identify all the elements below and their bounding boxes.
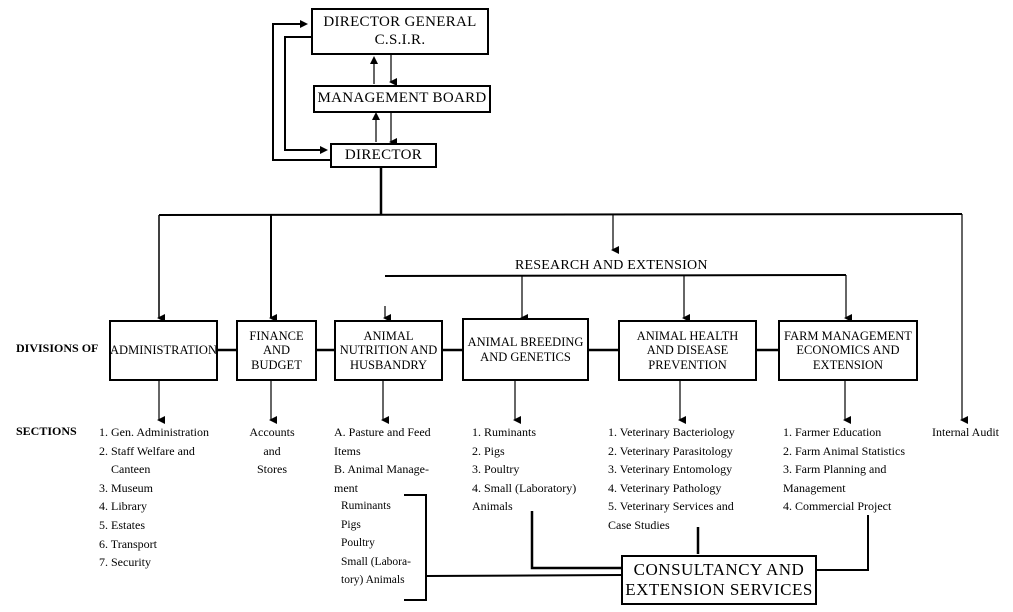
section-item: 3. Farm Planning and	[783, 462, 887, 477]
division-name: ANIMAL BREEDING AND GENETICS	[467, 335, 584, 364]
subsection-item: Ruminants	[341, 500, 391, 512]
section-item: 2. Pigs	[472, 443, 505, 458]
nutrition-subsections: Ruminants Pigs Poultry Small (Labora- to…	[341, 497, 411, 590]
section-item: 4. Small (Laboratory)	[472, 480, 577, 495]
division-name: ANIMAL NUTRITION AND HUSBANDRY	[339, 328, 438, 372]
section-item: 2. Veterinary Parasitology	[608, 443, 733, 458]
section-item: 5. Estates	[99, 517, 145, 532]
section-item: 5. Veterinary Services and	[608, 499, 734, 514]
section-item: Accounts	[249, 425, 295, 439]
section-item: and	[263, 443, 281, 458]
section-item: 7. Security	[99, 555, 151, 570]
section-item: 4. Library	[99, 499, 147, 514]
sections-row-label: SECTIONS	[16, 424, 77, 438]
health-sections: 1. Veterinary Bacteriology 2. Veterinary…	[608, 423, 735, 535]
section-item: Management	[783, 480, 846, 495]
section-item: Animals	[472, 499, 513, 514]
consultancy-label: CONSULTANCY AND EXTENSION SERVICES	[625, 560, 813, 599]
section-item: A. Pasture and Feed	[334, 425, 431, 439]
section-item: ment	[334, 480, 358, 495]
division-name: FARM MANAGEMENT ECONOMICS AND EXTENSION	[784, 328, 912, 372]
finance-sections: Accounts and Stores	[249, 423, 295, 479]
section-item: 1. Farmer Education	[783, 425, 882, 439]
division-farm: FARM MANAGEMENT ECONOMICS AND EXTENSION	[778, 320, 918, 381]
farm-sections: 1. Farmer Education 2. Farm Animal Stati…	[783, 423, 905, 516]
director-to-dg-loop	[272, 20, 330, 161]
subsection-item: Poultry	[341, 537, 375, 550]
nutrition-bracket	[404, 494, 427, 601]
breeding-to-consultancy	[530, 511, 622, 570]
section-item: 3. Poultry	[472, 462, 520, 477]
management-board-label: MANAGEMENT BOARD	[317, 90, 487, 107]
division-health: ANIMAL HEALTH AND DISEASE PREVENTION	[618, 320, 757, 381]
section-item: Canteen	[99, 462, 151, 477]
division-name: FINANCE AND BUDGET	[249, 328, 304, 372]
main-bus	[158, 213, 963, 216]
research-bus	[384, 274, 847, 277]
admin-sections: 1. Gen. Administration 2. Staff Welfare …	[99, 423, 209, 572]
section-item: Case Studies	[608, 517, 670, 532]
farm-to-consultancy	[816, 515, 869, 571]
section-item: Stores	[257, 462, 287, 477]
division-name: ADMINISTRATION	[110, 343, 217, 358]
section-item: 3. Museum	[99, 480, 153, 495]
section-item: 4. Veterinary Pathology	[608, 480, 722, 495]
internal-audit-label: Internal Audit	[932, 425, 999, 439]
section-item: 1. Ruminants	[472, 425, 537, 439]
division-administration: ADMINISTRATION	[109, 320, 218, 381]
nutrition-to-consultancy	[425, 574, 623, 577]
division-finance: FINANCE AND BUDGET	[236, 320, 317, 381]
nutrition-sections: A. Pasture and Feed Items B. Animal Mana…	[334, 423, 431, 497]
division-name: ANIMAL HEALTH AND DISEASE PREVENTION	[636, 328, 739, 372]
section-item: 2. Farm Animal Statistics	[783, 443, 905, 458]
division-breeding: ANIMAL BREEDING AND GENETICS	[462, 318, 589, 381]
subsection-item: Small (Labora-	[341, 555, 411, 568]
section-item: 3. Veterinary Entomology	[608, 462, 733, 477]
section-item: 1. Veterinary Bacteriology	[608, 425, 735, 439]
section-item: 4. Commercial Project	[783, 499, 892, 514]
director-general-box: DIRECTOR GENERAL C.S.I.R.	[311, 8, 489, 55]
dg-to-director-loop	[284, 36, 328, 154]
director-box: DIRECTOR	[330, 143, 437, 168]
section-item: B. Animal Manage-	[334, 462, 429, 477]
breeding-sections: 1. Ruminants 2. Pigs 3. Poultry 4. Small…	[472, 423, 576, 516]
subsection-item: tory) Animals	[341, 574, 405, 587]
section-item: 1. Gen. Administration	[99, 425, 209, 439]
division-nutrition: ANIMAL NUTRITION AND HUSBANDRY	[334, 320, 443, 381]
director-general-label: DIRECTOR GENERAL C.S.I.R.	[323, 14, 477, 48]
section-item: Items	[334, 443, 361, 458]
subsection-item: Pigs	[341, 518, 361, 531]
research-extension-label: RESEARCH AND EXTENSION	[515, 258, 708, 273]
director-label: DIRECTOR	[344, 146, 423, 163]
section-item: 2. Staff Welfare and	[99, 443, 195, 458]
consultancy-box: CONSULTANCY AND EXTENSION SERVICES	[621, 555, 817, 605]
divisions-row-label: DIVISIONS OF	[16, 341, 99, 355]
section-item: 6. Transport	[99, 536, 158, 551]
management-board-box: MANAGEMENT BOARD	[313, 85, 491, 113]
